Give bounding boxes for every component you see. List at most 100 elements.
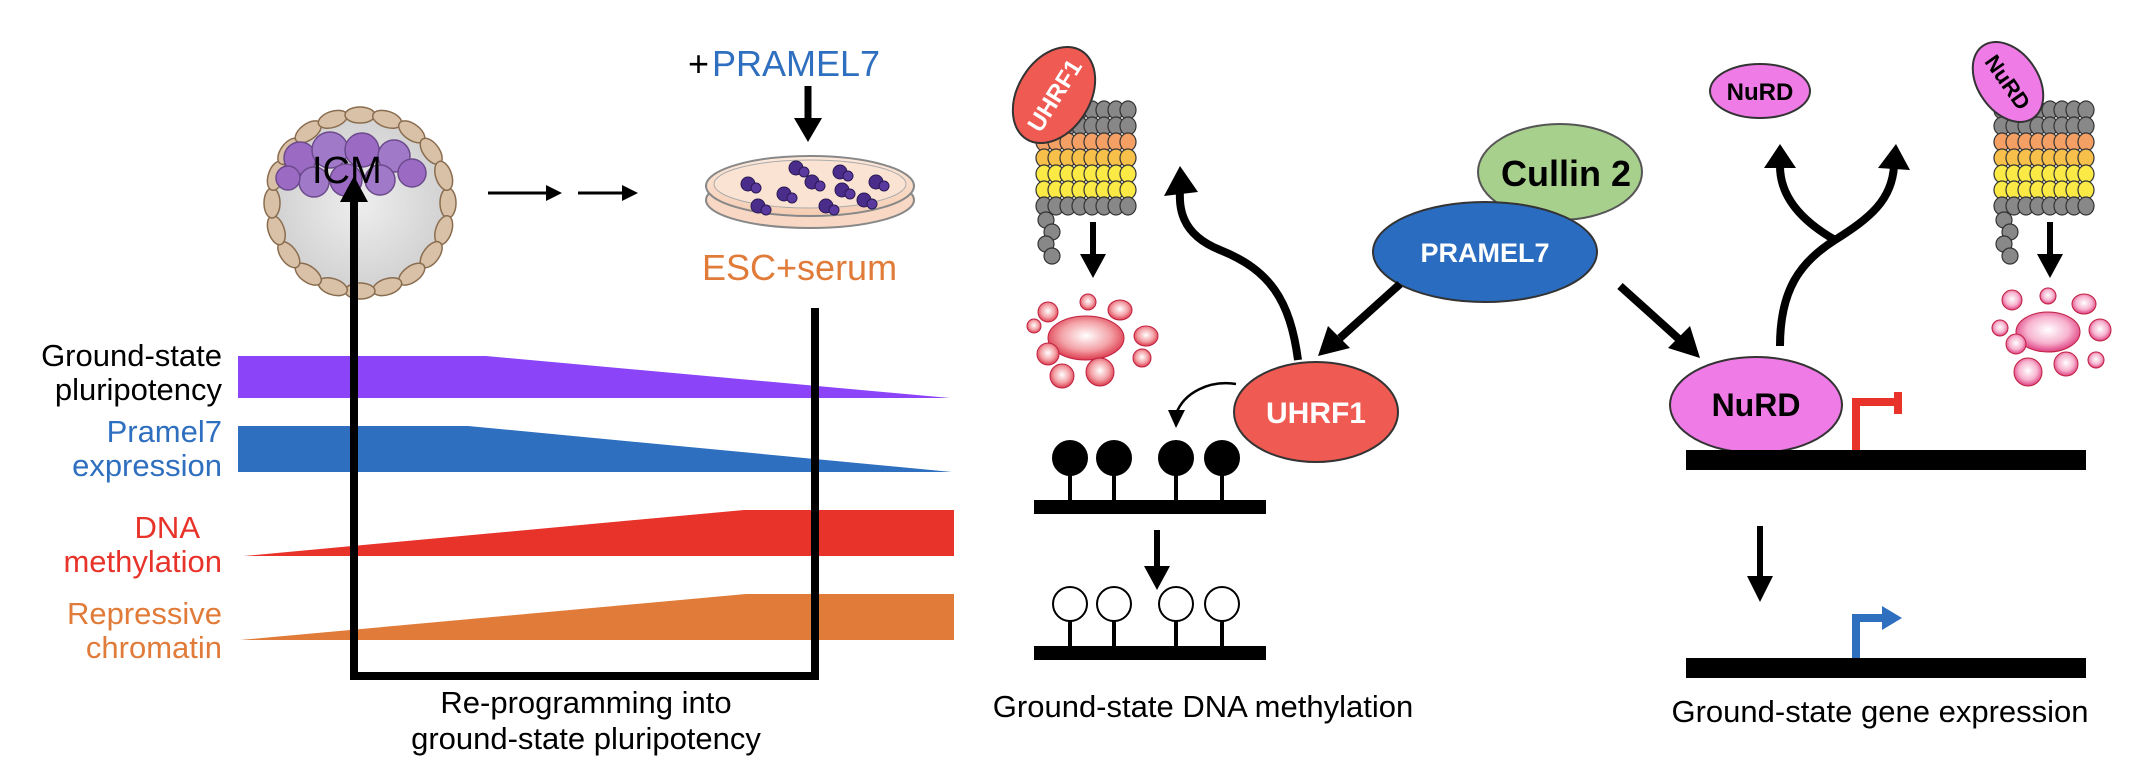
track-label-dna-meth-1: DNA bbox=[135, 510, 201, 545]
uhrf1-release-arrow bbox=[1164, 166, 1302, 361]
histone-bead bbox=[2077, 116, 2095, 136]
histone-bead bbox=[1119, 180, 1137, 200]
nurd-branching-arrow bbox=[1764, 144, 1910, 347]
track-label-dna-meth-2: methylation bbox=[63, 544, 222, 579]
repressed-gene-icon bbox=[1686, 392, 2086, 470]
esc-serum-label: ESC+serum bbox=[702, 247, 897, 288]
expression-tracks bbox=[238, 356, 954, 640]
histone-bead bbox=[1119, 132, 1137, 152]
pramel7-top-label: PRAMEL7 bbox=[712, 43, 880, 84]
histone-bead bbox=[2077, 132, 2095, 152]
methylated-dna-icon bbox=[1034, 440, 1266, 514]
fragment bbox=[2039, 287, 2057, 305]
nurd-free-protein: NuRD bbox=[1709, 63, 1811, 119]
methyl-group bbox=[1096, 586, 1132, 622]
pramel7-protein bbox=[1372, 201, 1598, 303]
histone-bead bbox=[2077, 100, 2095, 120]
fragment bbox=[2013, 357, 2043, 387]
fragment bbox=[1107, 299, 1133, 321]
histone-bead bbox=[1119, 100, 1137, 120]
colony bbox=[814, 180, 826, 192]
methyl-group bbox=[1052, 440, 1088, 476]
fragment bbox=[2071, 293, 2097, 315]
nucleosome-2 bbox=[1993, 100, 2095, 265]
methyl-group bbox=[1204, 586, 1240, 622]
track-label-ground-state-2: pluripotency bbox=[55, 372, 223, 407]
progression-arrows bbox=[488, 185, 638, 201]
methyl-group bbox=[1052, 586, 1088, 622]
histone-bead bbox=[2077, 164, 2095, 184]
track-repressive-chromatin-wedge bbox=[240, 594, 954, 640]
fragment bbox=[2005, 333, 2027, 355]
icm-cells bbox=[275, 131, 427, 198]
reprogramming-caption-2: ground-state pluripotency bbox=[411, 721, 761, 756]
colony bbox=[786, 192, 798, 204]
histone-bead bbox=[1119, 196, 1137, 216]
methyl-group bbox=[1204, 440, 1240, 476]
colony bbox=[750, 182, 762, 194]
histone-bead bbox=[1119, 148, 1137, 168]
histone-bead bbox=[2077, 180, 2095, 200]
methyl-groups-filled bbox=[1052, 440, 1240, 500]
trophoblast-cell bbox=[434, 160, 454, 192]
trophoblast-cell bbox=[344, 106, 376, 124]
fragment bbox=[1037, 301, 1059, 323]
track-labels: Ground-state pluripotency Pramel7 expres… bbox=[41, 338, 222, 665]
demethylated-dna-icon bbox=[1034, 586, 1266, 660]
fragment bbox=[2087, 351, 2105, 369]
fragment bbox=[1132, 348, 1152, 368]
nurd-top-label: NuRD bbox=[1727, 79, 1794, 106]
trophoblast-cell bbox=[439, 187, 457, 219]
active-gene-icon bbox=[1686, 606, 2086, 678]
methyl-groups-open bbox=[1052, 586, 1240, 646]
fragment bbox=[1079, 293, 1097, 311]
pramel7-to-uhrf1-arrow bbox=[1318, 281, 1403, 356]
nurd-protein: NuRD bbox=[1669, 356, 1843, 454]
pramel7-down-arrow bbox=[794, 86, 822, 142]
reprogramming-caption-1: Re-programming into bbox=[440, 685, 731, 720]
pramel7-complex: Cullin 2 PRAMEL7 bbox=[1318, 123, 1700, 358]
colony bbox=[760, 204, 772, 216]
nucleosome-1-down-arrow bbox=[1080, 222, 1106, 278]
pramel7-to-nurd-arrow bbox=[1617, 283, 1700, 358]
cullin2-label: Cullin 2 bbox=[1501, 153, 1631, 194]
methyl-group bbox=[1158, 586, 1194, 622]
track-dna-methylation-wedge bbox=[244, 510, 954, 556]
esc-colonies bbox=[740, 160, 890, 216]
track-ground-state-wedge bbox=[238, 356, 950, 398]
histone-bead bbox=[2077, 196, 2095, 216]
fragment bbox=[2015, 311, 2081, 353]
uhrf1-main-label: UHRF1 bbox=[1266, 397, 1366, 430]
histone-bead bbox=[1119, 116, 1137, 136]
nurd-nucleosome-icon: NuRD bbox=[1971, 41, 2112, 387]
fragment bbox=[1049, 363, 1075, 389]
colony bbox=[866, 198, 878, 210]
track-label-pramel7-2: expression bbox=[72, 448, 222, 483]
trophoblast-cell bbox=[263, 187, 281, 219]
pramel7-plus-sign: + bbox=[688, 43, 709, 84]
icm-label: ICM bbox=[312, 150, 382, 192]
histone-bead bbox=[2077, 148, 2095, 168]
reprogramming-bracket bbox=[340, 176, 819, 680]
histone-bead bbox=[1043, 247, 1061, 265]
colony bbox=[798, 166, 810, 178]
nurd-panel: NuRD NuRD NuRD bbox=[1669, 41, 2112, 729]
dna-methylation-caption: Ground-state DNA methylation bbox=[993, 689, 1413, 724]
degradation-fragments-1 bbox=[1026, 293, 1159, 389]
nucleosome-2-down-arrow bbox=[2037, 222, 2063, 278]
methyl-group bbox=[1158, 440, 1194, 476]
colony bbox=[878, 180, 890, 192]
culture-dish-icon bbox=[705, 155, 915, 229]
uhrf1-nucleosome-icon: UHRF1 bbox=[1011, 45, 1159, 389]
trophoblast-cells bbox=[263, 106, 457, 300]
gene-activation-down-arrow bbox=[1747, 526, 1773, 602]
uhrf1-panel: UHRF1 UHRF1 bbox=[993, 45, 1413, 724]
track-pramel7-wedge bbox=[238, 426, 952, 472]
colony bbox=[842, 170, 854, 182]
track-label-pramel7-1: Pramel7 bbox=[107, 414, 222, 449]
fragment bbox=[2001, 289, 2023, 311]
histone-bead bbox=[1119, 164, 1137, 184]
nucleosome-1 bbox=[1035, 100, 1137, 265]
gene-expression-caption: Ground-state gene expression bbox=[1671, 694, 2088, 729]
